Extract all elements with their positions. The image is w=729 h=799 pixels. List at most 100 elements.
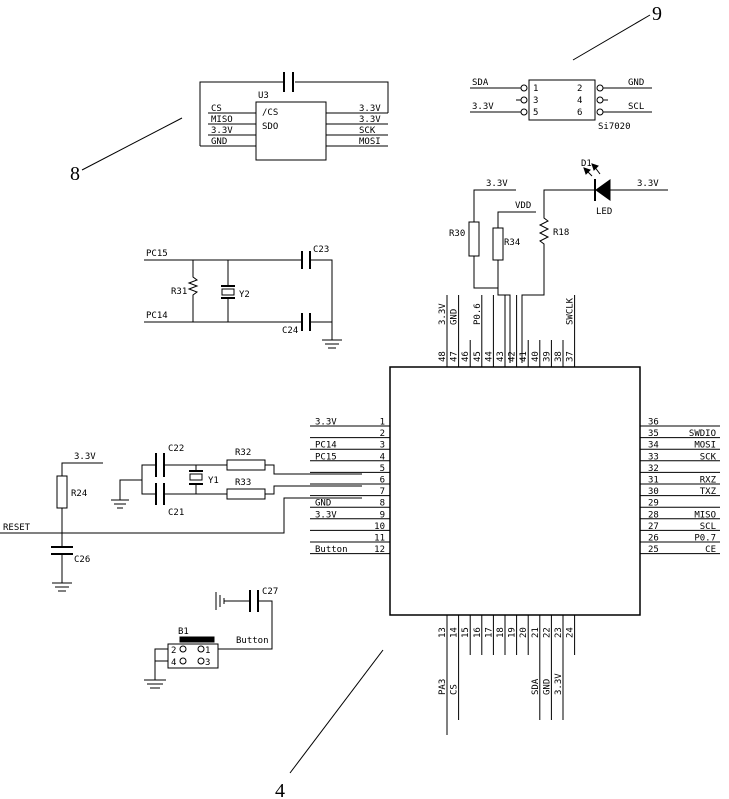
u3-inner-cs: /CS [262,108,278,118]
mcu-pin-number: 41 [519,351,529,362]
mcu-pin-number: 4 [380,452,385,462]
si7020-pin1: 1 [533,84,538,94]
b1-body [167,643,219,669]
mcu-pin-label: SCK [700,452,717,462]
si7020-pin5: 5 [533,108,538,118]
mcu-pin-label: PC15 [315,452,337,462]
u3-right-pin-3v3-a: 3.3V [359,104,381,114]
mcu-pin-number: 31 [648,476,659,486]
mcu-pin-label: CS [450,684,460,695]
si7020-part: Si7020 [598,122,631,132]
callout-9: 9 [652,3,662,25]
mcu-pin-number: 20 [519,627,529,638]
osc-32k: PC15 PC14 R31 Y2 C23 C24 [144,245,342,349]
y1-body [189,473,203,481]
mcu-pin-number: 39 [542,351,552,362]
r34-ref: R34 [504,238,520,248]
mcu-pin-number: 19 [508,627,518,638]
reset-supply: 3.3V [74,452,96,462]
mcu-pin-number: 8 [380,499,385,509]
r34-body [492,227,504,261]
led-label: LED [596,207,612,217]
r18-ref: R18 [553,228,569,238]
si7020-pin6: 6 [577,108,582,118]
mcu-pin-number: 25 [648,545,659,555]
b1-ref: B1 [178,627,189,637]
b1-pin4: 4 [171,658,176,668]
mcu-pin-label: MISO [694,510,716,520]
button-circuit: C27 Button B1 2 1 4 3 [144,587,278,689]
mcu-pin-number: 35 [648,429,659,439]
b1-actuator [179,636,215,643]
b1-pin2: 2 [171,646,176,656]
mcu-pin-number: 36 [648,418,659,428]
mcu-pin-number: 6 [380,476,385,486]
leader-line-4 [289,649,384,774]
led-triangle [595,179,611,201]
u3-left-pin-cs: CS [211,104,222,114]
mcu-pin-label: MOSI [694,441,716,451]
mcu-pin-number: 18 [496,627,506,638]
c21-ref: C21 [168,508,184,518]
mcu-pin-number: 26 [648,534,659,544]
r30-ref: R30 [449,229,465,239]
mcu-pin-number: 10 [374,522,385,532]
button-net: Button [236,636,269,646]
si7020-label-sda: SDA [472,78,489,88]
mcu-pin-number: 16 [473,627,483,638]
mcu-pin-number: 45 [473,351,483,362]
si7020-body [528,79,596,121]
mcu-pin-label: SCL [700,522,716,532]
mcu-pin-number: 24 [566,627,576,638]
mcu-pin-number: 42 [508,351,518,362]
mcu-pin-label: SDA [531,678,541,695]
si7020-pin2: 2 [577,84,582,94]
mcu-pin-label: GND [542,679,552,695]
mcu-pin-number: 30 [648,487,659,497]
mcu-pin-label: SWDIO [689,429,716,439]
mcu-pin-label: PA3 [438,679,448,695]
u3-inner-sdo: SDO [262,122,278,132]
c27-ref: C27 [262,587,278,597]
mcu-pin-label: CE [705,545,716,555]
mcu-pin-number: 48 [438,351,448,362]
mcu-pin-number: 47 [450,351,460,362]
mcu-pin-number: 32 [648,464,659,474]
r31-ref: R31 [171,287,187,297]
mcu-pin-number: 27 [648,522,659,532]
u3-left-pin-3v3: 3.3V [211,126,233,136]
mcu-pin-number: 17 [484,627,494,638]
u3-right-pin-3v3-b: 3.3V [359,115,381,125]
reset-net: RESET [3,523,31,533]
mcu-pin-number: 13 [438,627,448,638]
top-resistors: R30 3.3V R34 VDD R18 [449,179,569,363]
si7020-pin3: 3 [533,96,538,106]
r33-ref: R33 [235,478,251,488]
mcu-pin-number: 15 [461,627,471,638]
si7020-label-3v3: 3.3V [472,102,494,112]
mcu-pin-label: 3.3V [315,510,337,520]
mcu-pin-label: 3.3V [554,673,564,695]
mcu-pin-label: P0.6 [473,303,483,325]
mcu-pin-number: 11 [374,534,385,544]
mcu-pin-number: 44 [484,351,494,362]
si7020-pin4: 4 [577,96,582,106]
osc-pc14: PC14 [146,311,168,321]
c23-ref: C23 [313,245,329,255]
leader-line-9 [572,14,651,61]
y2-body [221,288,235,296]
mcu-pin-number: 1 [380,418,385,428]
reset-circuit: 3.3V R24 RESET C26 [0,452,362,592]
c24-ref: C24 [282,326,298,336]
mcu-pin-number: 29 [648,499,659,509]
mcu-pin-number: 46 [461,351,471,362]
top-supply-3v3: 3.3V [486,179,508,189]
r24-ref: R24 [71,489,87,499]
r32-ref: R32 [235,448,251,458]
mcu-pin-number: 34 [648,441,659,451]
vdd-label: VDD [515,201,531,211]
b1-pin1: 1 [205,646,210,656]
